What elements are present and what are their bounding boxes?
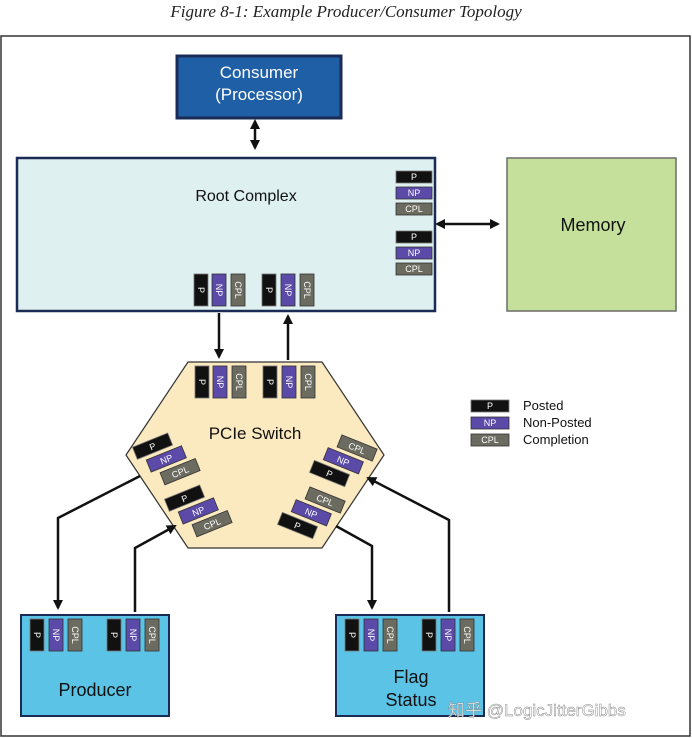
legend: P Posted NP Non-Posted CPL Completion xyxy=(470,398,592,447)
consumer-label-line2: (Processor) xyxy=(215,85,303,104)
posted-chip-label: P xyxy=(265,379,275,385)
non-posted-chip-label: NP xyxy=(214,284,224,297)
flag-to-switch-arrow xyxy=(366,476,451,612)
legend-completion-chip: CPL xyxy=(481,435,499,445)
posted-chip-label: P xyxy=(411,172,417,182)
posted-chip-label: P xyxy=(424,632,434,638)
posted-chip-label: P xyxy=(347,632,357,638)
posted-chip-label: P xyxy=(32,632,42,638)
legend-non-posted-chip: NP xyxy=(484,418,497,428)
root-right-queue-upper: P NP CPL xyxy=(395,170,433,216)
posted-chip-label: P xyxy=(196,287,206,293)
pcie-switch-label: PCIe Switch xyxy=(209,424,302,443)
root-complex-label: Root Complex xyxy=(195,188,296,205)
non-posted-chip-label: NP xyxy=(443,629,453,642)
legend-posted-chip: P xyxy=(487,401,493,411)
producer-to-switch-arrow xyxy=(133,524,177,612)
root-right-queue-lower: P NP CPL xyxy=(395,230,433,276)
completion-chip-label: CPL xyxy=(462,626,472,644)
switch-left-queue-upper: P NP CPL xyxy=(131,432,201,486)
non-posted-chip-label: NP xyxy=(191,504,206,518)
legend-non-posted-label: Non-Posted xyxy=(523,415,592,430)
root-bottom-queue-left: P NP CPL xyxy=(193,273,246,307)
posted-chip-label: P xyxy=(197,379,207,385)
posted-chip-label: P xyxy=(325,468,334,480)
non-posted-chip-label: NP xyxy=(215,376,225,389)
completion-chip-label: CPL xyxy=(405,204,423,214)
non-posted-chip-label: NP xyxy=(284,376,294,389)
flag-status-label-line2: Status xyxy=(385,690,436,710)
switch-top-queue-left: P NP CPL xyxy=(194,365,247,399)
switch-to-producer-arrow xyxy=(53,474,141,610)
producer-queue-left: P NP CPL xyxy=(29,618,83,652)
consumer-label-line1: Consumer xyxy=(220,63,299,82)
switch-to-flag-arrow xyxy=(335,524,377,610)
completion-chip-label: CPL xyxy=(234,373,244,391)
figure-frame xyxy=(0,35,691,737)
non-posted-chip-label: NP xyxy=(283,284,293,297)
switch-right-queue-upper: CPL NP P xyxy=(308,434,378,488)
completion-chip-label: CPL xyxy=(303,373,313,391)
non-posted-chip-label: NP xyxy=(408,188,421,198)
posted-chip-label: P xyxy=(180,493,189,505)
root-bottom-queue-right: P NP CPL xyxy=(261,273,315,307)
completion-chip-label: CPL xyxy=(405,264,423,274)
posted-chip-label: P xyxy=(148,441,157,453)
flag-status-box: Flag Status xyxy=(335,614,485,717)
flag-status-label-line1: Flag xyxy=(393,667,428,687)
consumer-box: Consumer (Processor) xyxy=(175,54,343,120)
producer-label: Producer xyxy=(58,680,131,700)
non-posted-chip-label: NP xyxy=(303,506,318,520)
legend-completion-label: Completion xyxy=(523,432,589,447)
switch-left-queue-lower: P NP CPL xyxy=(163,484,233,538)
completion-chip-label: CPL xyxy=(233,281,243,299)
non-posted-chip-label: NP xyxy=(128,629,138,642)
non-posted-chip-label: NP xyxy=(335,454,350,468)
producer-queue-right: P NP CPL xyxy=(106,618,160,652)
completion-chip-label: CPL xyxy=(70,626,80,644)
producer-box: Producer xyxy=(20,614,170,717)
posted-chip-label: P xyxy=(293,520,302,532)
flag-queue-right: P NP CPL xyxy=(421,618,475,652)
completion-chip-label: CPL xyxy=(302,281,312,299)
completion-chip-label: CPL xyxy=(385,626,395,644)
memory-box: Memory xyxy=(506,157,677,312)
switch-right-queue-lower: CPL NP P xyxy=(276,486,346,540)
memory-label: Memory xyxy=(560,215,625,235)
flag-queue-left: P NP CPL xyxy=(344,618,398,652)
non-posted-chip-label: NP xyxy=(366,629,376,642)
non-posted-chip-label: NP xyxy=(51,629,61,642)
posted-chip-label: P xyxy=(411,232,417,242)
posted-chip-label: P xyxy=(109,632,119,638)
switch-top-queue-right: P NP CPL xyxy=(262,365,316,399)
non-posted-chip-label: NP xyxy=(408,248,421,258)
completion-chip-label: CPL xyxy=(147,626,157,644)
non-posted-chip-label: NP xyxy=(159,452,174,466)
figure-caption: Figure 8-1: Example Producer/Consumer To… xyxy=(170,2,522,21)
posted-chip-label: P xyxy=(264,287,274,293)
legend-posted-label: Posted xyxy=(523,398,563,413)
watermark: 知乎 @LogicJitterGibbs xyxy=(448,701,626,720)
